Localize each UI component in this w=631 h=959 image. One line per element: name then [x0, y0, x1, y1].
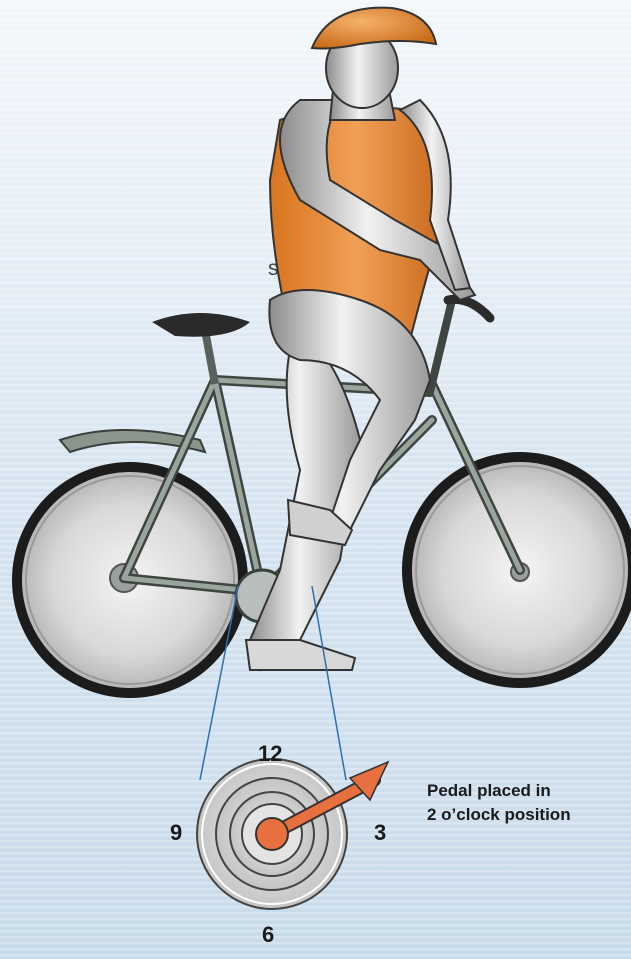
caption-line-2: 2 o’clock position: [427, 803, 571, 827]
helmet: [312, 8, 436, 49]
clock-label-12: 12: [258, 741, 282, 767]
caption-line-1: Pedal placed in: [427, 779, 571, 803]
pedal-caption: Pedal placed in 2 o’clock position: [427, 779, 571, 827]
clock-label-6: 6: [262, 922, 274, 948]
clock-label-9: 9: [170, 820, 182, 846]
saddle: [152, 313, 250, 337]
guide-line-right: [312, 586, 346, 780]
clock-label-3: 3: [374, 820, 386, 846]
